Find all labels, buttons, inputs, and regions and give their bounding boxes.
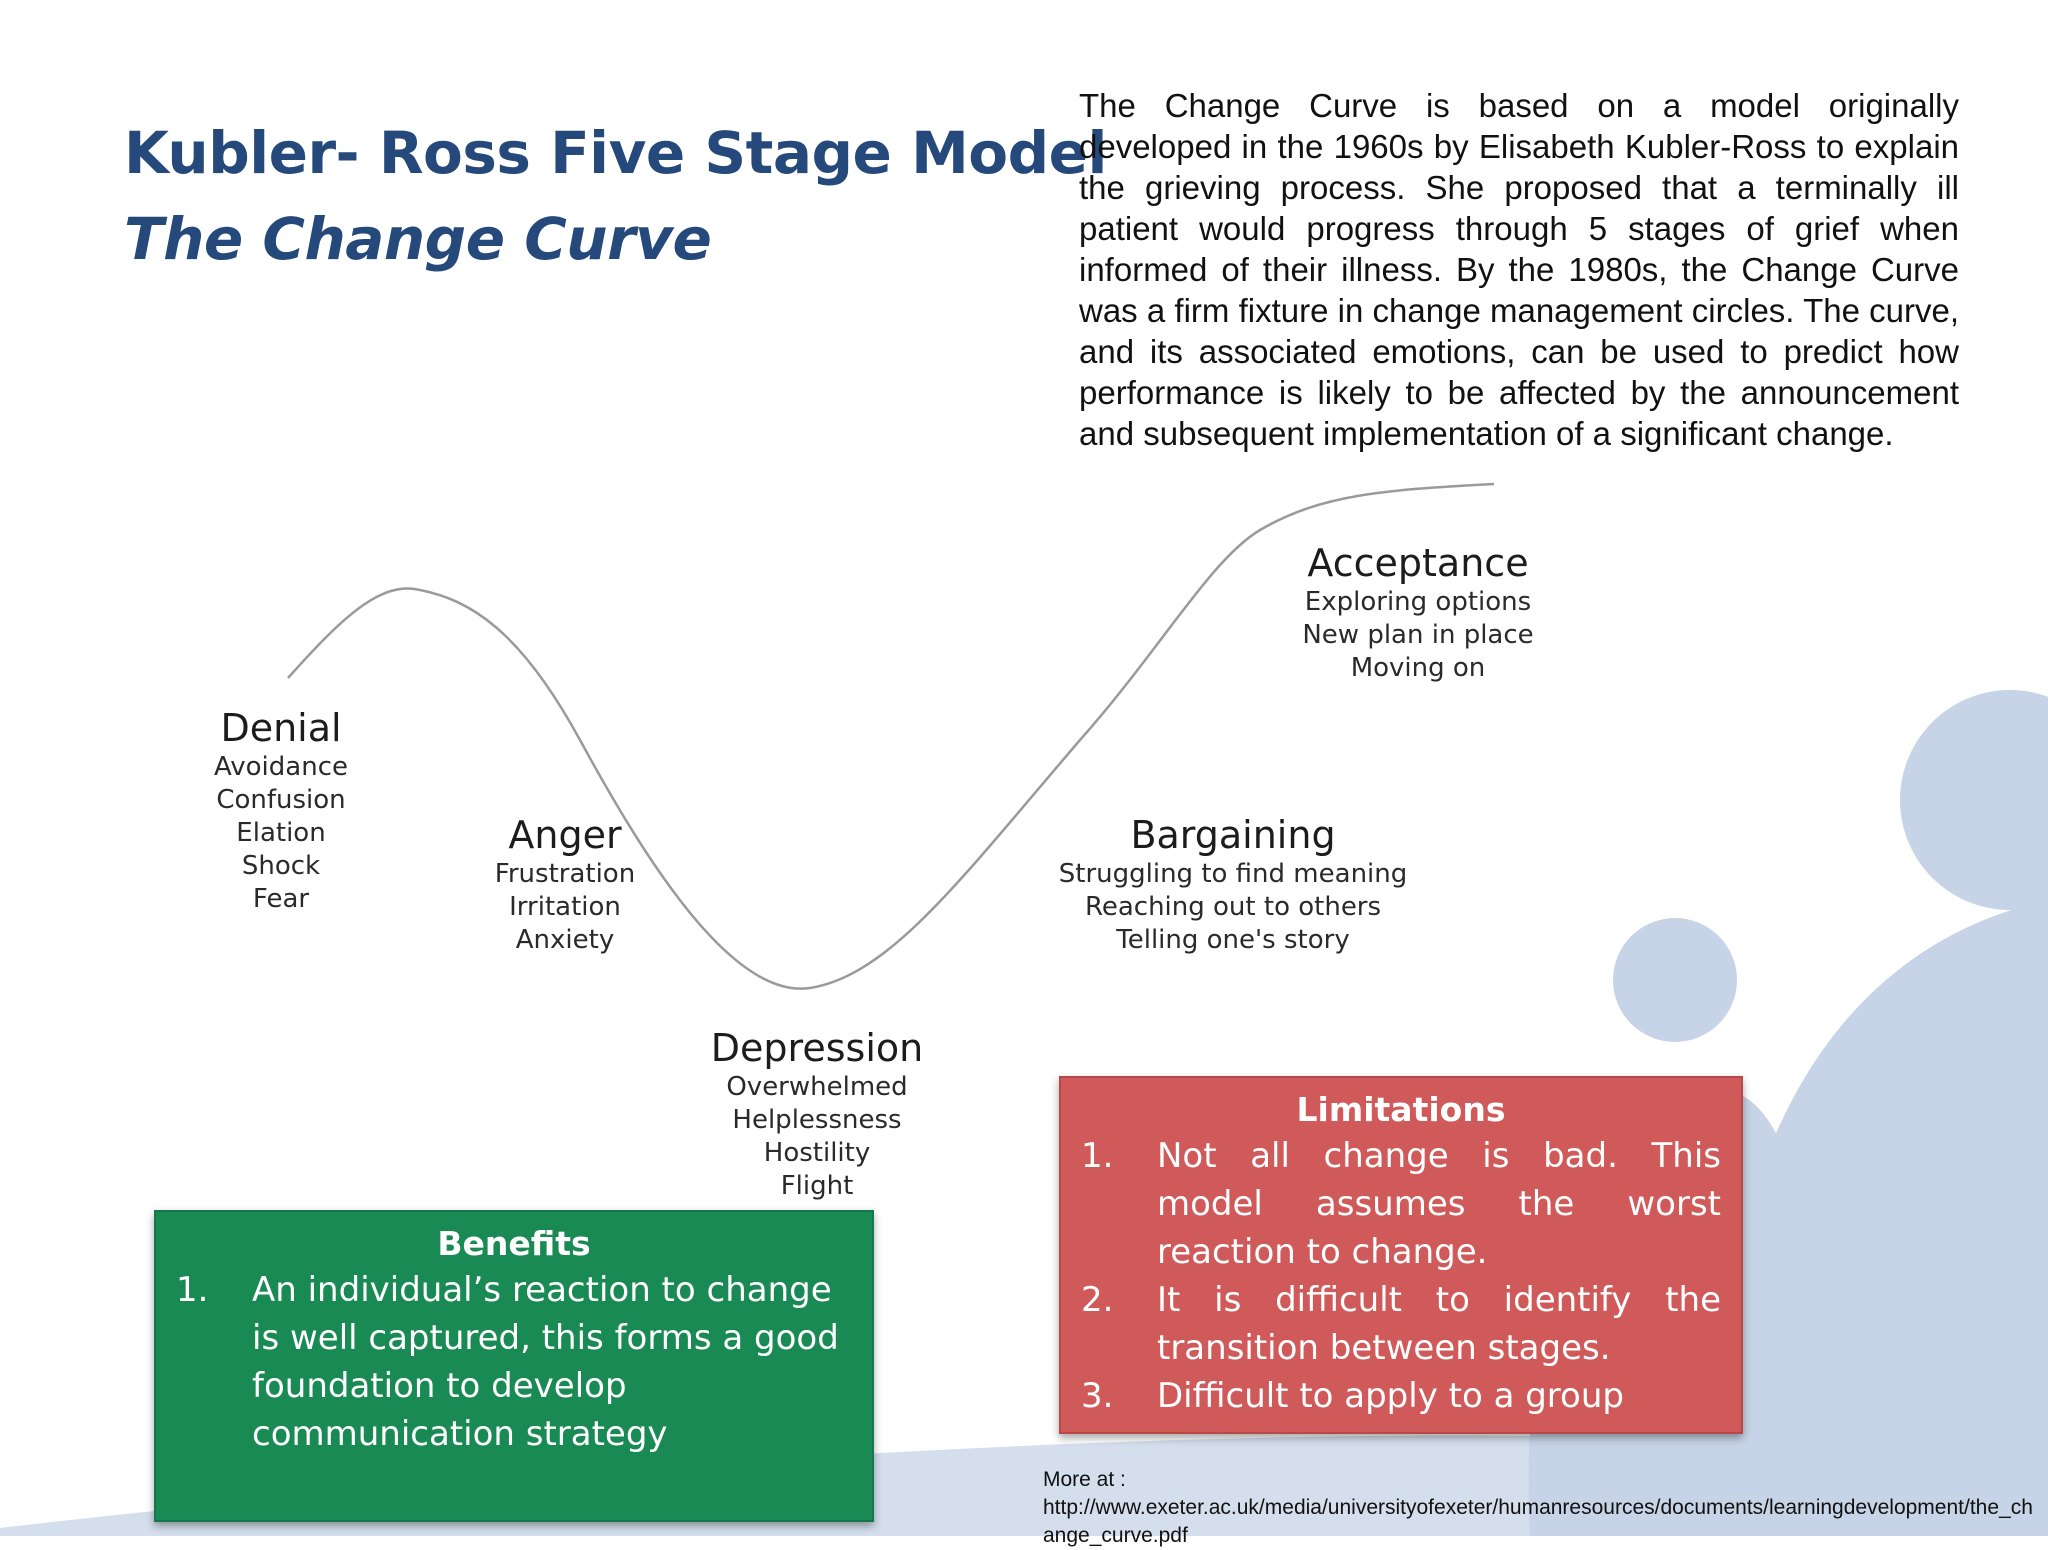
stage-emotion: Helplessness xyxy=(732,1105,902,1135)
stage-emotion: New plan in place xyxy=(1302,620,1534,650)
list-text: It is difficult to identify the transiti… xyxy=(1157,1280,1721,1368)
stage-bargaining: Bargaining Struggling to find meaning Re… xyxy=(1059,812,1408,957)
limitations-list: 1. Not all change is bad. This model ass… xyxy=(1081,1132,1721,1420)
list-number: 1. xyxy=(1081,1136,1114,1176)
list-number: 1. xyxy=(176,1270,209,1310)
person-head-small xyxy=(1613,918,1737,1042)
stage-name: Anger xyxy=(508,813,622,857)
stage-emotion: Struggling to find meaning xyxy=(1058,859,1408,889)
person-head-large xyxy=(1900,690,2048,910)
limitations-box: Limitations 1. Not all change is bad. Th… xyxy=(1059,1076,1743,1434)
stage-emotion: Irritation xyxy=(509,892,621,922)
stage-name: Bargaining xyxy=(1130,813,1336,857)
list-item: 3. Difficult to apply to a group xyxy=(1081,1372,1721,1420)
more-label: More at : xyxy=(1043,1468,1126,1491)
stage-emotion: Hostility xyxy=(763,1138,871,1168)
stage-acceptance: Acceptance Exploring options New plan in… xyxy=(1302,540,1533,685)
limitations-heading: Limitations xyxy=(1296,1090,1506,1129)
stage-emotion: Anxiety xyxy=(515,925,615,955)
list-number: 2. xyxy=(1081,1280,1114,1320)
stage-emotion: Reaching out to others xyxy=(1084,892,1382,922)
list-item: 1. Not all change is bad. This model ass… xyxy=(1081,1132,1721,1276)
title-subtitle: The Change Curve xyxy=(124,205,712,273)
stage-emotion: Frustration xyxy=(494,859,636,889)
benefits-box: Benefits 1. An individual’s reaction to … xyxy=(154,1210,874,1522)
stage-emotion: Shock xyxy=(241,851,321,881)
stage-emotion: Flight xyxy=(780,1171,854,1201)
benefits-list: 1. An individual’s reaction to change is… xyxy=(176,1266,852,1458)
stage-emotion: Avoidance xyxy=(214,752,348,782)
list-number: 3. xyxy=(1081,1376,1114,1416)
person-shape-large xyxy=(1717,900,2048,1536)
intro-paragraph: The Change Curve is based on a model ori… xyxy=(1079,87,1959,452)
stage-anger: Anger Frustration Irritation Anxiety xyxy=(495,812,635,957)
stage-emotion: Confusion xyxy=(216,785,346,815)
stage-emotion: Exploring options xyxy=(1304,587,1532,617)
stage-emotion: Elation xyxy=(236,818,326,848)
stage-emotion: Telling one's story xyxy=(1116,925,1350,955)
stage-name: Acceptance xyxy=(1307,541,1529,585)
stage-name: Denial xyxy=(220,706,342,750)
more-link[interactable]: http://www.exeter.ac.uk/media/university… xyxy=(1043,1496,2033,1547)
stage-emotion: Fear xyxy=(252,884,310,914)
title-main: Kubler- Ross Five Stage Model xyxy=(124,119,1107,187)
page-title: Kubler- Ross Five Stage Model The Change… xyxy=(124,110,1107,282)
stage-denial: Denial Avoidance Confusion Elation Shock… xyxy=(214,705,348,916)
list-item: 2. It is difficult to identify the trans… xyxy=(1081,1276,1721,1372)
stage-emotion: Overwhelmed xyxy=(726,1072,908,1102)
benefits-heading: Benefits xyxy=(437,1224,591,1263)
change-curve-line xyxy=(287,482,1495,990)
stage-name: Depression xyxy=(710,1026,924,1070)
list-text: An individual’s reaction to change is we… xyxy=(252,1270,839,1454)
list-text: Not all change is bad. This model assume… xyxy=(1157,1136,1721,1272)
more-info: More at : http://www.exeter.ac.uk/media/… xyxy=(1043,1466,2043,1550)
list-text: Difficult to apply to a group xyxy=(1157,1376,1624,1416)
stage-depression: Depression Overwhelmed Helplessness Host… xyxy=(711,1025,923,1203)
list-item: 1. An individual’s reaction to change is… xyxy=(176,1266,852,1458)
stage-emotion: Moving on xyxy=(1350,653,1486,683)
